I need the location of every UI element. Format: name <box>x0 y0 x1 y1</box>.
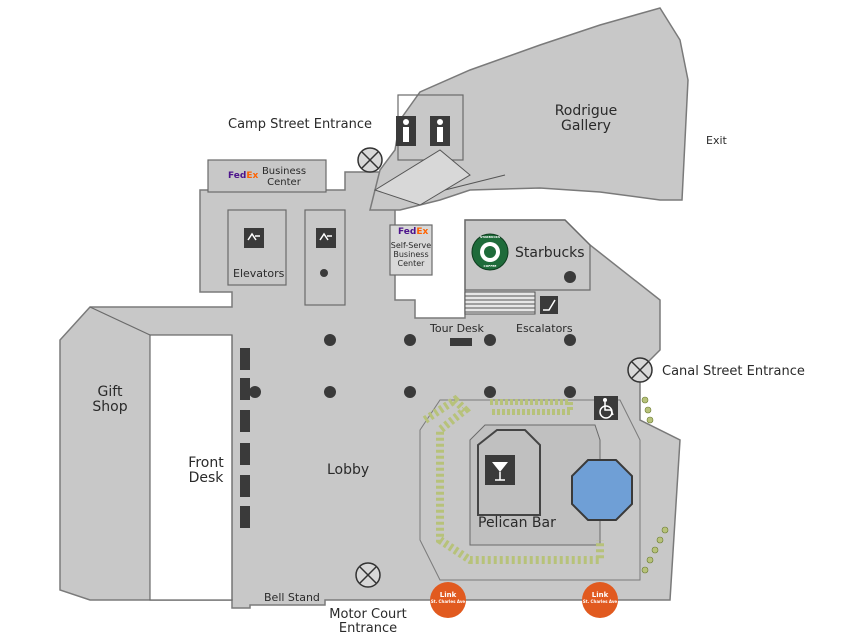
rodrigue-gallery-label: Rodrigue Gallery <box>554 103 618 135</box>
exit-label: Exit <box>706 134 727 147</box>
self-serve-line2: Business <box>393 249 429 259</box>
elevator-icon <box>244 228 336 248</box>
lobby-label: Lobby <box>327 462 370 478</box>
fedex-logo-icon: FedEx <box>228 171 259 182</box>
motor-court-entrance-label: Motor Court Entrance <box>329 607 407 637</box>
elevators-label: Elevators <box>233 267 285 280</box>
hedge-border <box>422 394 604 564</box>
starbucks-logo-text: STARBUCKS <box>479 235 501 239</box>
front-desk-line2: Desk <box>188 470 224 487</box>
camp-street-entrance-label: Camp Street Entrance <box>228 117 372 132</box>
business-center-label: Business Center <box>262 166 306 188</box>
canal-street-entrance-label: Canal Street Entrance <box>662 364 805 379</box>
front-desk-counters <box>240 338 472 528</box>
self-serve-fedex-fe-text: Fed <box>398 227 417 237</box>
link-sub-left: St. Charles Ave <box>430 598 466 604</box>
fedex-fe-text: Fed <box>228 171 247 181</box>
rooms <box>89 94 591 601</box>
link-title-left: Link <box>439 591 457 599</box>
link-title-right: Link <box>591 591 609 599</box>
cocktail-icon <box>485 455 515 485</box>
starbucks-logo-bottom-text: COFFEE <box>483 264 497 268</box>
link-label-left: Link St. Charles Ave <box>430 591 466 604</box>
motor-court-line2: Entrance <box>338 621 398 637</box>
bar-counter <box>477 429 541 516</box>
escalator-icon <box>540 296 558 314</box>
revolving-door-icon <box>355 147 653 588</box>
bell-stand-label: Bell Stand <box>264 591 320 604</box>
columns <box>249 269 576 398</box>
self-serve-fedex-logo-icon: FedEx <box>398 227 429 238</box>
fedex-ex-text: Ex <box>246 171 259 181</box>
escalators-label: Escalators <box>516 322 573 335</box>
front-desk-label: Front Desk <box>188 455 224 487</box>
starbucks-label: Starbucks <box>515 245 585 261</box>
motor-court-line1: Motor Court <box>329 607 407 622</box>
starbucks-logo-top-text: STARBUCKS <box>479 235 501 239</box>
gift-shop-line1: Gift <box>97 384 123 400</box>
starbucks-logo-bottom: COFFEE <box>483 264 497 268</box>
pelican-bar-zone <box>419 394 641 581</box>
business-center-line1: Business <box>261 166 307 177</box>
self-serve-line3: Center <box>397 258 425 268</box>
self-serve-fedex-ex-text: Ex <box>416 227 429 237</box>
gift-shop-line2: Shop <box>92 399 128 416</box>
pool <box>571 459 633 521</box>
wheelchair-icon <box>594 396 618 420</box>
self-serve-line1: Self-Serve <box>390 241 432 250</box>
restroom-icons <box>396 116 450 146</box>
hedge-border-top <box>490 399 573 415</box>
link-label-right: Link St. Charles Ave <box>582 591 618 604</box>
rodrigue-gallery-line1: Rodrigue <box>554 103 618 119</box>
front-desk-line1: Front <box>188 455 224 471</box>
business-center-line2: Center <box>267 177 301 188</box>
starbucks-logo-icon <box>471 233 509 271</box>
rodrigue-gallery-line2: Gallery <box>561 118 611 135</box>
outdoor-hedges <box>641 396 669 574</box>
link-sub-right: St. Charles Ave <box>582 598 618 604</box>
self-serve-business-center-label: Self-Serve Business Center <box>390 241 432 268</box>
tour-desk-label: Tour Desk <box>430 322 484 335</box>
pelican-bar-label: Pelican Bar <box>478 515 556 531</box>
escalator-stairs <box>373 149 536 315</box>
link-logo-icon <box>430 582 618 618</box>
gift-shop-label: Gift Shop <box>92 384 128 416</box>
